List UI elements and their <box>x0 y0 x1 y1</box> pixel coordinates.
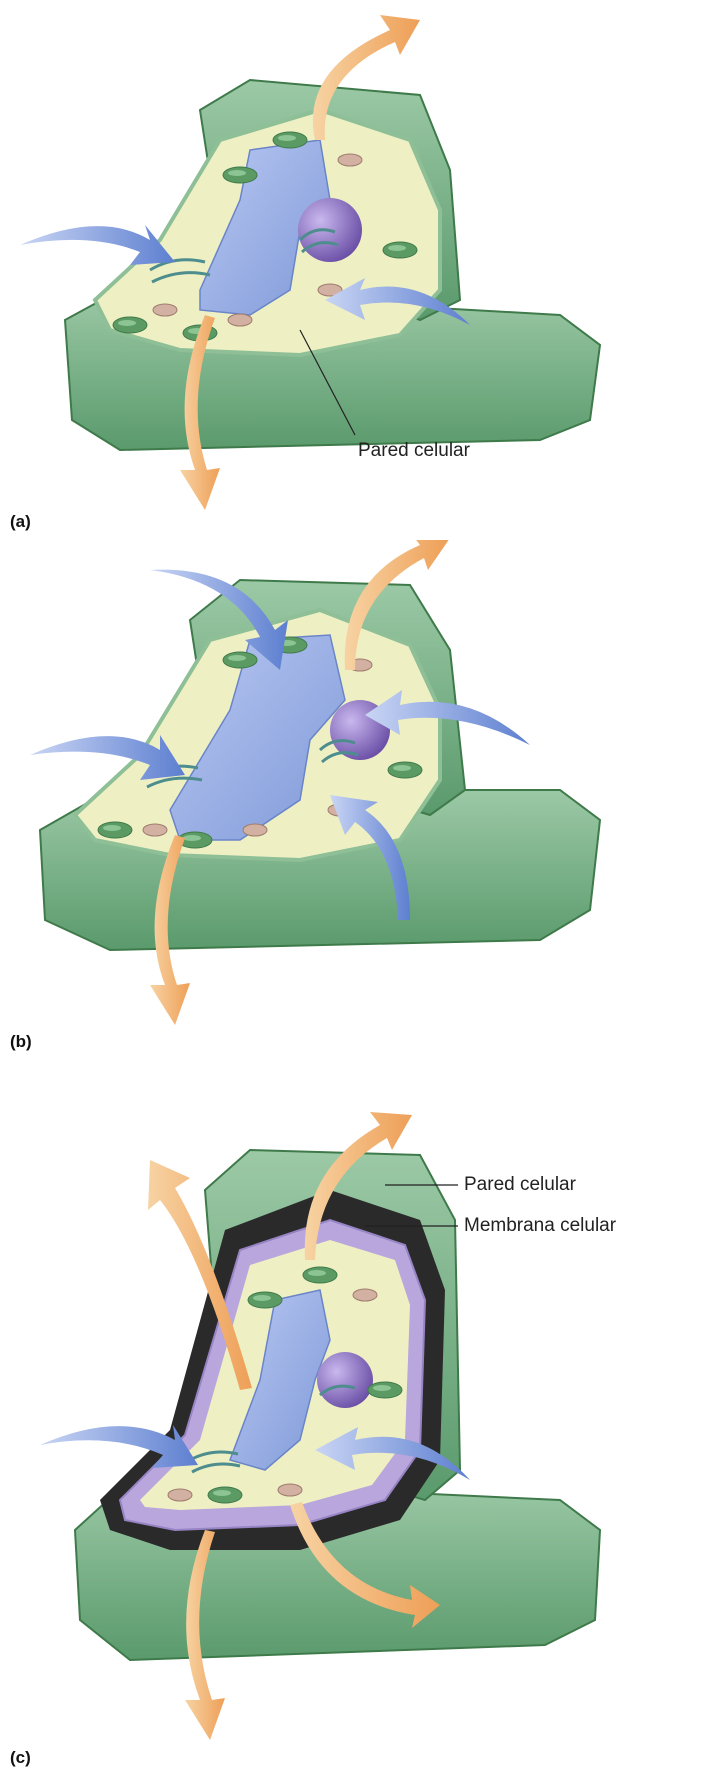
callout-pared-celular: Pared celular <box>358 440 470 462</box>
panel-c: Pared celular Membrana celular (c) <box>0 1060 704 1779</box>
cell-diagram-c <box>0 1060 704 1779</box>
water-in-arrow-icon <box>20 225 175 265</box>
callout-membrana-celular: Membrana celular <box>464 1215 616 1237</box>
panel-a: Pared celular (a) <box>0 0 704 540</box>
panel-label-a: (a) <box>10 512 31 532</box>
cell-diagram-b <box>0 540 704 1060</box>
panel-label-b: (b) <box>10 1032 32 1052</box>
water-in-arrow-icon <box>40 1425 198 1468</box>
panel-b: (b) <box>0 540 704 1060</box>
cell-diagram-a <box>0 0 704 540</box>
nucleus <box>317 1352 373 1408</box>
callout-pared-celular: Pared celular <box>464 1174 576 1196</box>
water-in-arrow-icon <box>30 735 185 780</box>
panel-label-c: (c) <box>10 1748 31 1768</box>
